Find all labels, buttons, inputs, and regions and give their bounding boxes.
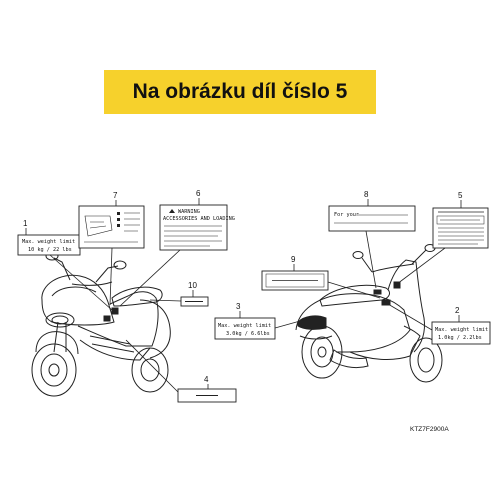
callout-5: 5	[458, 191, 463, 200]
callout-8: 8	[364, 190, 369, 199]
banner-title: Na obrázku díl číslo 5	[132, 80, 348, 103]
label-part-4[interactable]	[177, 388, 237, 403]
label-part-10[interactable]	[180, 296, 209, 307]
part-number-banner: Na obrázku díl číslo 5	[104, 70, 376, 114]
callout-1: 1	[23, 219, 28, 228]
label-8-line-1: For your	[334, 212, 359, 218]
callout-4: 4	[204, 375, 209, 384]
label-1-line-2: 10 kg / 22 lbs	[28, 247, 72, 253]
label-part-2[interactable]: Max. weight limit 1.0kg / 2.2lbs	[431, 321, 491, 345]
label-6-line-2: ACCESSORIES AND LOADING	[163, 216, 235, 222]
figure-code: KTZ7F2900A	[410, 426, 449, 433]
scooter-front-view	[31, 251, 171, 397]
label-1-line-1: Max. weight limit	[22, 239, 75, 245]
callout-10: 10	[188, 281, 197, 290]
label-2-line-2: 1.0kg / 2.2lbs	[438, 335, 482, 341]
label-part-3[interactable]: Max. weight limit 3.0kg / 6.6lbs	[214, 317, 276, 340]
label-part-6[interactable]: WARNING ACCESSORIES AND LOADING	[159, 204, 235, 251]
label-part-9[interactable]	[261, 270, 329, 291]
label-part-7[interactable]	[78, 205, 145, 249]
label-part-5[interactable]	[432, 207, 489, 249]
callout-7: 7	[113, 191, 118, 200]
callout-6: 6	[196, 189, 201, 198]
label-3-line-1: Max. weight limit	[218, 323, 271, 329]
callout-2: 2	[455, 306, 460, 315]
leader-lines	[25, 198, 462, 393]
label-3-line-2: 3.0kg / 6.6lbs	[226, 331, 270, 337]
scooter-rear-view	[295, 244, 443, 383]
label-6-line-1: WARNING	[178, 209, 200, 215]
label-part-1[interactable]: Max. weight limit 10 kg / 22 lbs	[17, 234, 81, 256]
label-2-line-1: Max. weight limit	[435, 327, 488, 333]
callout-3: 3	[236, 302, 241, 311]
label-part-8[interactable]: For your	[328, 205, 416, 232]
callout-9: 9	[291, 255, 296, 264]
